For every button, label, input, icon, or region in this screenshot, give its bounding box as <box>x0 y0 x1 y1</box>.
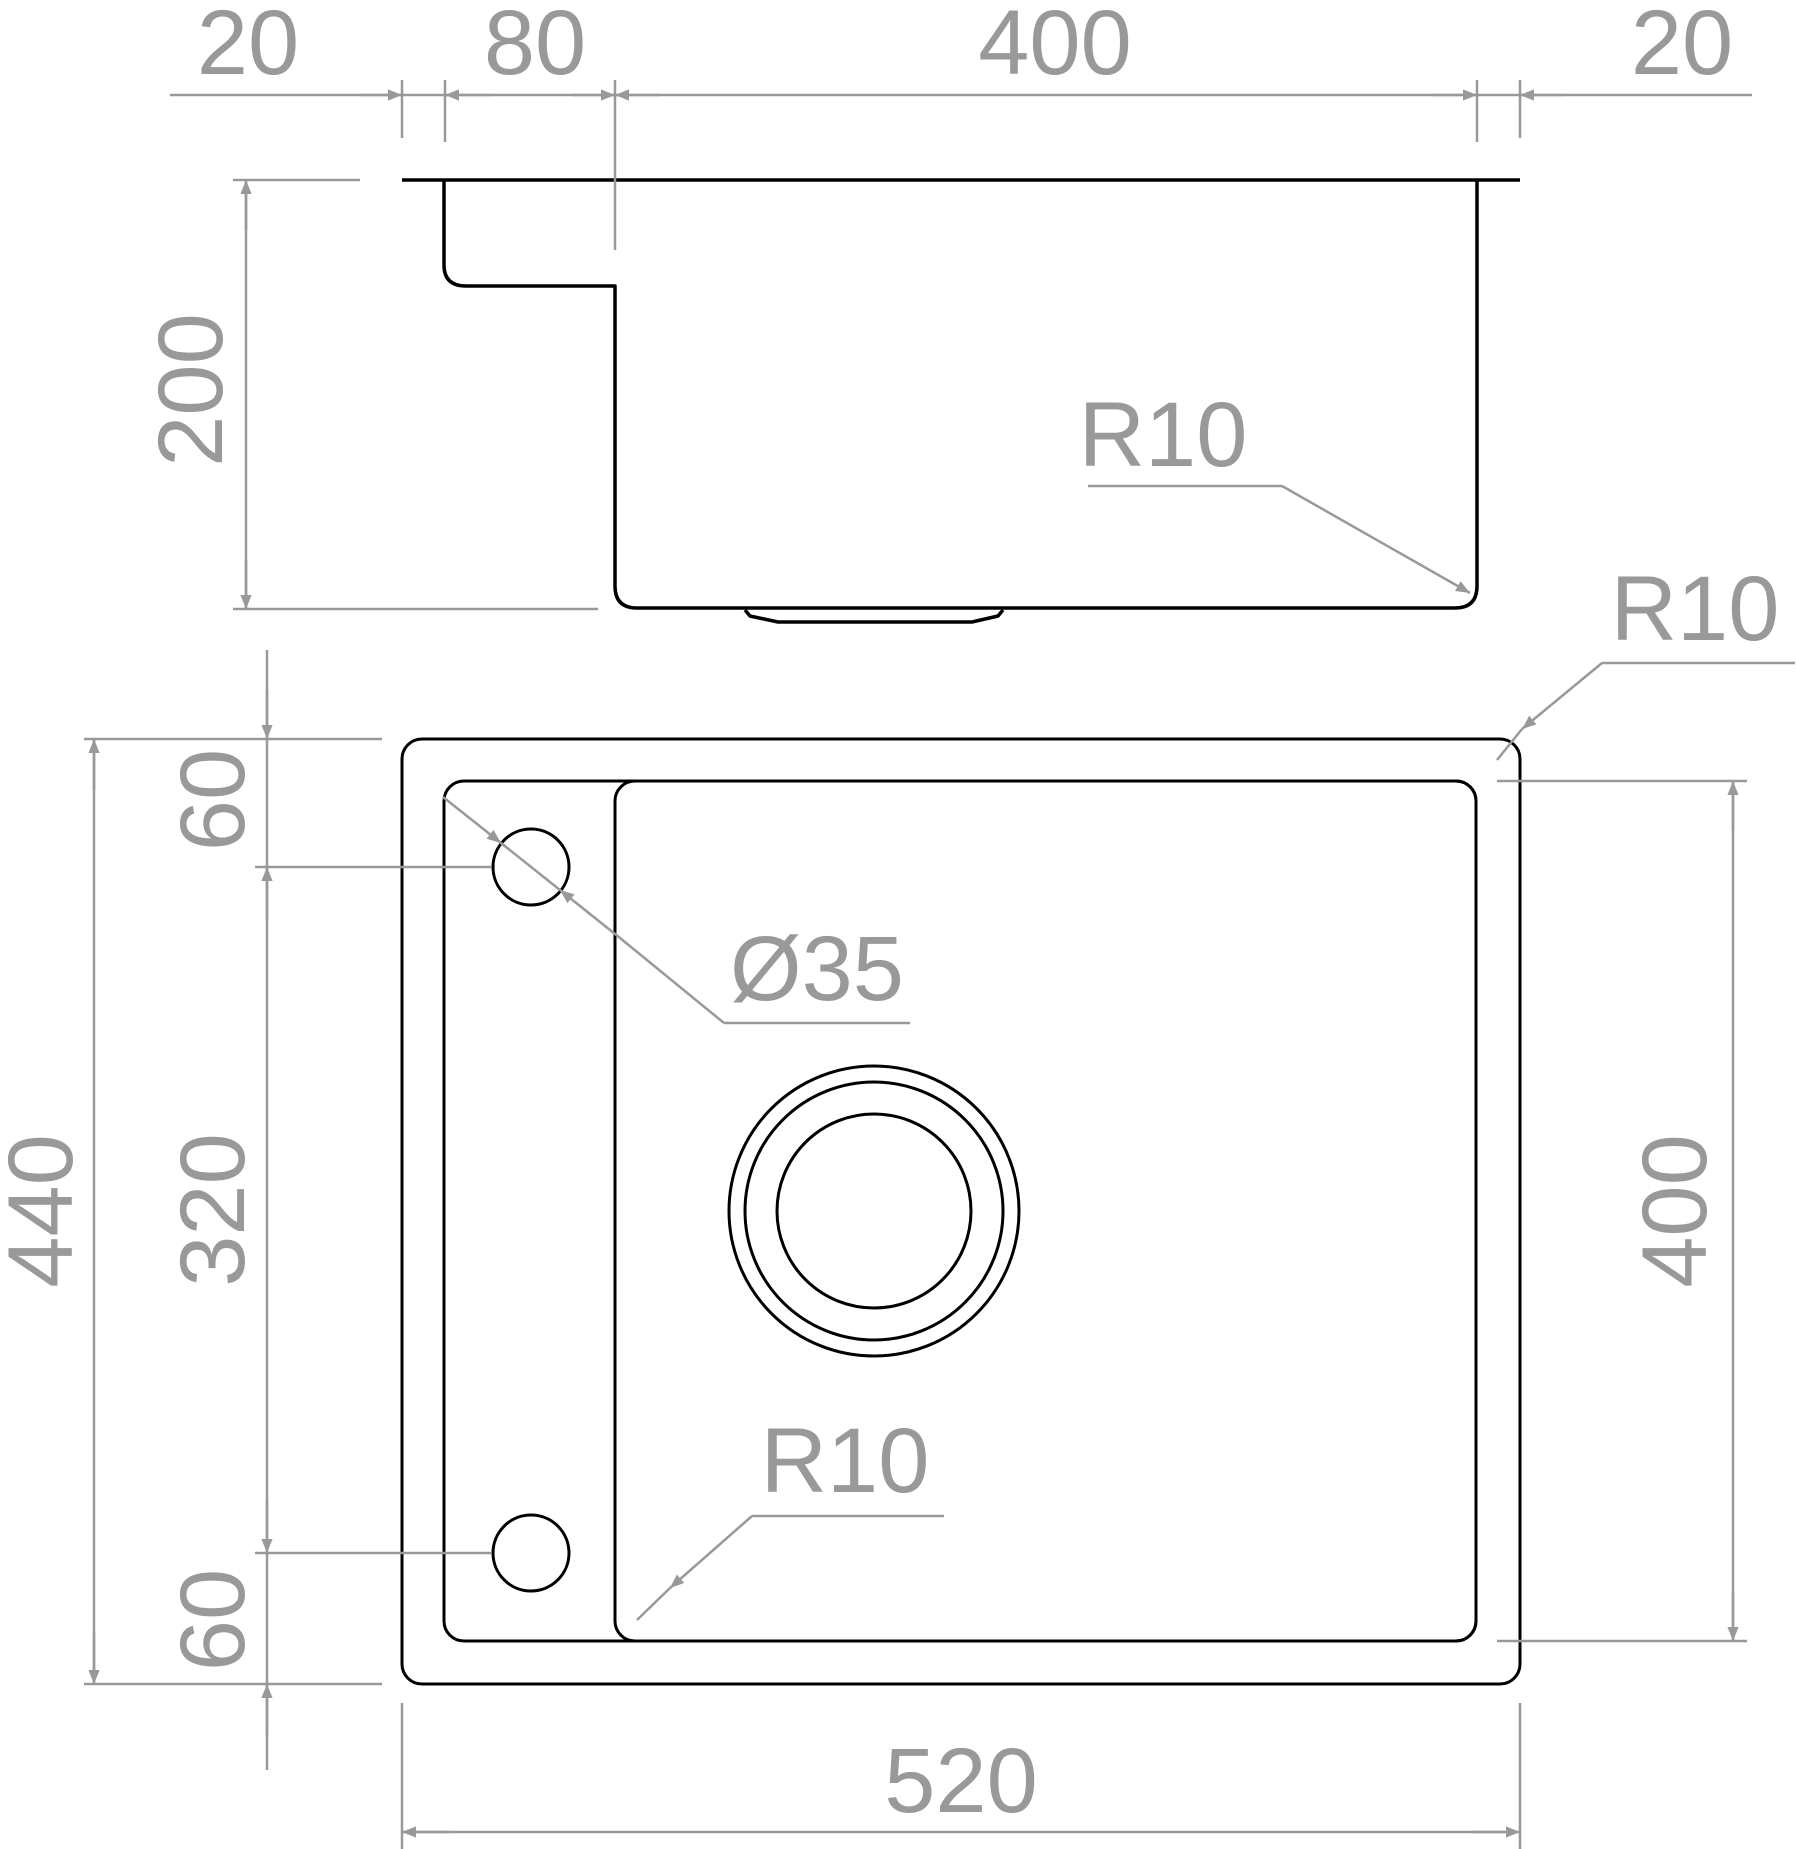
plan-view-outline <box>400 737 1522 1686</box>
inner-radius-leader <box>636 1514 944 1621</box>
outer-radius-leader <box>1496 661 1795 761</box>
tap-hole-diameter-leader <box>442 796 910 1025</box>
height-label-bottom: 60 <box>162 1569 264 1671</box>
outer-radius-label: R10 <box>1611 558 1780 660</box>
tap-hole-diameter-label: Ø35 <box>730 918 904 1020</box>
inner-radius-label: R10 <box>761 1410 930 1512</box>
depth-label: 200 <box>140 313 242 467</box>
width-label-bowl: 400 <box>978 0 1132 94</box>
bowl-height-dimension <box>1497 779 1747 1643</box>
section-radius-leader <box>1088 484 1471 595</box>
total-height-label: 440 <box>0 1134 92 1288</box>
section-radius-label: R10 <box>1079 384 1248 486</box>
height-label-middle: 320 <box>162 1133 264 1287</box>
depth-dimension <box>233 178 598 611</box>
top-width-dimensions <box>170 80 1752 250</box>
width-label-overhang-right: 20 <box>1631 0 1733 94</box>
height-dimensions-left <box>84 650 491 1770</box>
height-label-top: 60 <box>162 749 264 851</box>
tap-hole-top <box>491 827 571 907</box>
total-width-label: 520 <box>884 1730 1038 1832</box>
width-label-ledge: 80 <box>484 0 586 94</box>
side-section-outline <box>402 178 1520 624</box>
bowl-height-label: 400 <box>1624 1134 1726 1288</box>
tap-hole-bottom <box>491 1513 571 1593</box>
width-label-overhang-left: 20 <box>197 0 299 94</box>
total-width-dimension <box>400 1703 1522 1849</box>
drain-outlet <box>727 1064 1021 1358</box>
